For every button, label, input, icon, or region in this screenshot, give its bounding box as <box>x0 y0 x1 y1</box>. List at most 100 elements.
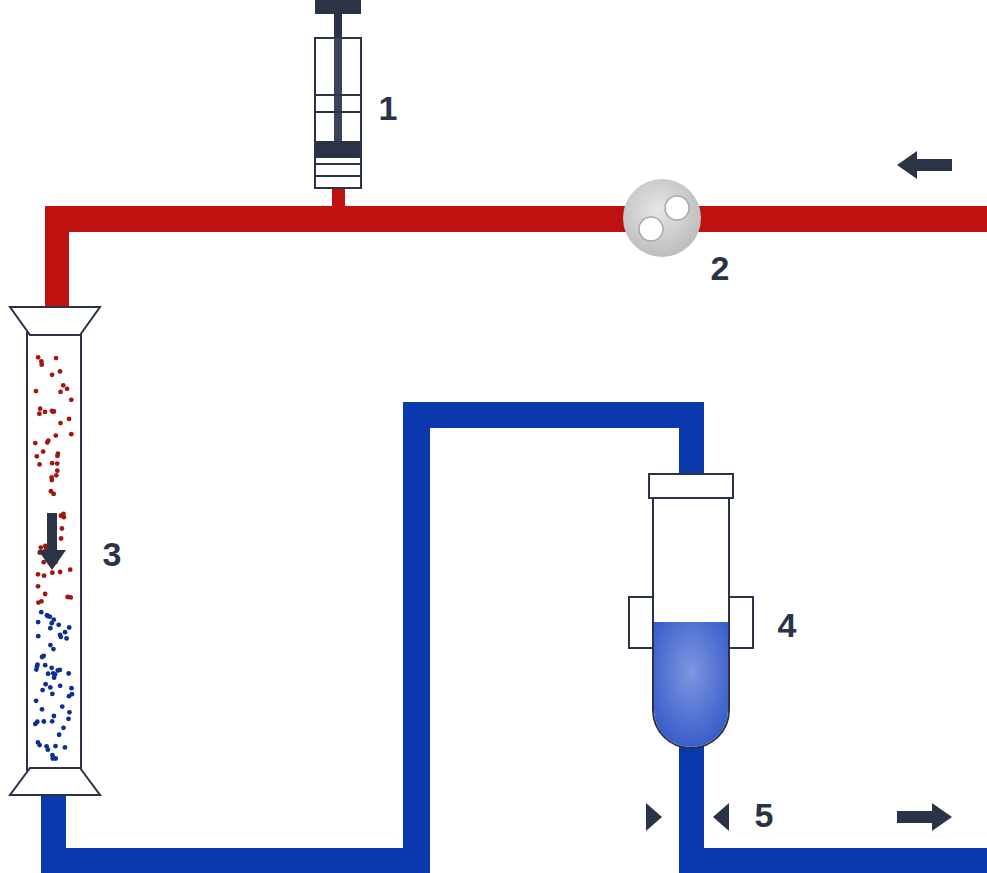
bead <box>34 454 39 459</box>
bead <box>52 675 57 680</box>
bead <box>48 685 53 690</box>
bead <box>50 756 55 761</box>
bead <box>41 719 46 724</box>
bead <box>55 668 60 673</box>
bead <box>61 512 66 517</box>
bead <box>41 449 46 454</box>
bead <box>51 647 56 652</box>
syringe <box>315 0 361 188</box>
bead <box>60 704 65 709</box>
bead <box>68 567 73 572</box>
bead <box>49 621 54 626</box>
bead <box>45 440 50 445</box>
callout-number: 4 <box>778 608 797 642</box>
bead <box>65 386 70 391</box>
bead <box>63 745 68 750</box>
bead <box>58 369 63 374</box>
bead <box>37 411 42 416</box>
bead <box>38 406 43 411</box>
bead <box>66 671 71 676</box>
flow-arrow <box>897 151 952 831</box>
bead <box>50 409 55 414</box>
bead <box>35 719 40 724</box>
bead <box>37 743 42 748</box>
bead <box>58 683 63 688</box>
bead <box>46 671 51 676</box>
clamp-marker <box>646 803 729 831</box>
bead <box>36 572 41 577</box>
bead <box>42 573 47 578</box>
bead <box>69 686 74 691</box>
bead <box>36 634 41 639</box>
bead <box>52 714 57 719</box>
bead <box>43 544 48 549</box>
bead <box>57 732 62 737</box>
bead <box>39 359 44 364</box>
bead <box>49 489 54 494</box>
bead <box>67 417 72 422</box>
bead <box>40 655 45 660</box>
bead <box>50 408 55 413</box>
callout-number: 2 <box>711 251 730 285</box>
bead <box>54 356 59 361</box>
bead <box>59 536 64 541</box>
bead <box>49 665 54 670</box>
callout-number: 5 <box>755 798 774 832</box>
bead <box>50 461 55 466</box>
bead <box>36 355 41 360</box>
bead <box>50 372 55 377</box>
bead <box>43 409 48 414</box>
bead <box>44 744 49 749</box>
bead <box>49 475 54 480</box>
bead <box>50 691 55 696</box>
bead <box>59 526 64 531</box>
bead <box>55 468 60 473</box>
column <box>10 307 100 795</box>
roller-pump <box>623 179 701 257</box>
bead <box>67 710 72 715</box>
bead <box>65 595 70 600</box>
bead <box>43 682 48 687</box>
bead <box>36 600 41 605</box>
bead <box>37 462 42 467</box>
bead <box>34 389 39 394</box>
bead <box>43 663 48 668</box>
bead <box>33 441 38 446</box>
bead <box>40 707 45 712</box>
bead <box>56 622 61 627</box>
bead <box>58 421 63 426</box>
bead <box>56 451 61 456</box>
callout-number: 1 <box>379 91 398 125</box>
bead <box>55 461 60 466</box>
inflow-tube <box>45 186 987 308</box>
bead <box>58 570 63 575</box>
bead <box>54 473 59 478</box>
bead <box>40 688 45 693</box>
bead <box>61 725 66 730</box>
callout-number: 3 <box>103 537 122 571</box>
bead <box>69 432 74 437</box>
bead <box>39 610 44 615</box>
bead <box>50 719 55 724</box>
bead <box>64 636 69 641</box>
bead <box>48 626 53 631</box>
bead <box>53 433 58 438</box>
drip-chamber <box>629 474 753 748</box>
bead <box>67 625 72 630</box>
bead <box>61 383 66 388</box>
bead <box>53 744 58 749</box>
bead <box>36 620 41 625</box>
bead <box>50 570 55 575</box>
bead <box>38 545 43 550</box>
bead <box>67 694 72 699</box>
bead <box>58 390 63 395</box>
bead <box>48 643 53 648</box>
bead <box>63 630 68 635</box>
column-beads <box>33 355 74 761</box>
bead <box>66 716 71 721</box>
bead <box>34 667 39 672</box>
bead <box>36 584 41 589</box>
outflow-tube <box>41 402 987 873</box>
